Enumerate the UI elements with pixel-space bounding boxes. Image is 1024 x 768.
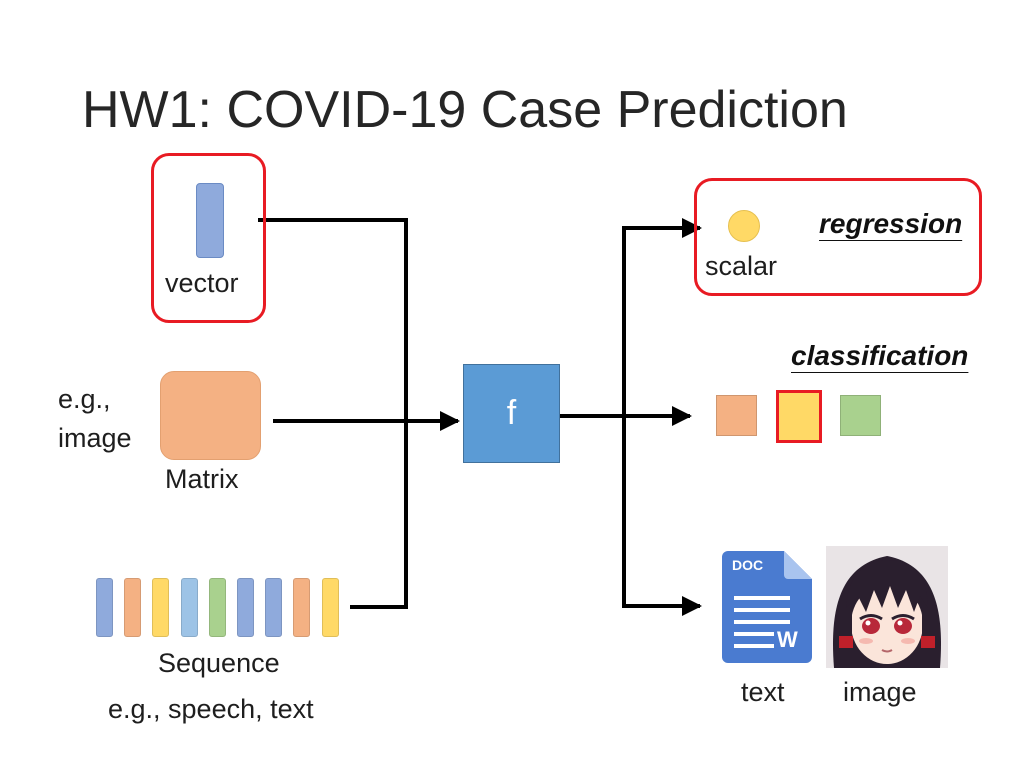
vector-highlight-box	[151, 153, 266, 323]
sequence-segment	[293, 578, 311, 637]
page-title: HW1: COVID-19 Case Prediction	[82, 81, 848, 139]
anime-image	[826, 546, 948, 668]
regression-label: regression	[819, 208, 963, 239]
regression-highlight-box	[694, 178, 982, 296]
sequence-segment	[208, 578, 226, 637]
image-label: image	[843, 677, 917, 707]
sequence-segment	[152, 578, 170, 637]
sequence-label: Sequence	[158, 648, 280, 678]
vector-label: vector	[165, 268, 239, 298]
matrix-example-line2: image	[58, 423, 132, 453]
matrix-shape	[160, 371, 261, 460]
classification-label: classification	[791, 340, 969, 371]
vector-shape	[196, 183, 224, 258]
sequence-segment	[265, 578, 283, 637]
scalar-shape	[728, 210, 760, 242]
matrix-label: Matrix	[165, 464, 239, 494]
text-label: text	[741, 677, 785, 707]
sequence-segment	[180, 578, 198, 637]
sequence-segment	[237, 578, 254, 637]
class-option	[840, 395, 881, 436]
matrix-example-line1: e.g.,	[58, 384, 111, 414]
doc-icon-letter: W	[777, 627, 798, 652]
sequence-segment	[321, 578, 339, 637]
sequence-segment	[96, 578, 113, 637]
scalar-label: scalar	[705, 251, 778, 281]
sequence-segment	[124, 578, 142, 637]
sequence-example: e.g., speech, text	[108, 694, 314, 724]
class-option-selected	[776, 390, 822, 443]
model-function-label: f	[506, 394, 517, 432]
doc-icon-text: DOC	[732, 557, 764, 573]
doc-icon: DOC W	[722, 551, 812, 663]
model-function-box: f	[463, 364, 560, 463]
vector-wire	[258, 218, 408, 609]
class-option	[716, 395, 757, 436]
